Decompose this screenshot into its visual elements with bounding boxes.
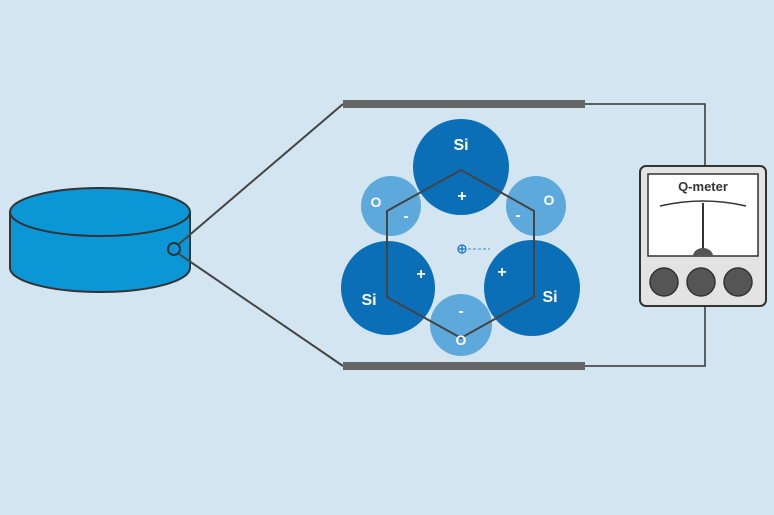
silicon-atom-right — [484, 240, 580, 336]
si-top-label: Si — [453, 137, 468, 154]
center-marker-icon — [457, 244, 490, 254]
oxygen-atom-right — [506, 176, 566, 236]
needle-pivot — [693, 248, 713, 256]
hexagon-bond — [386, 168, 535, 340]
zoom-line-top — [178, 103, 344, 245]
si-top-charge: + — [457, 188, 466, 205]
top-plate — [343, 100, 585, 108]
o-left-label: O — [371, 194, 382, 210]
o-bottom-charge: - — [458, 303, 463, 320]
wire-top — [585, 103, 706, 166]
o-left-charge: - — [403, 208, 408, 225]
si-left-label: Si — [361, 292, 376, 309]
meter-button-1[interactable] — [649, 267, 679, 297]
bottom-plate — [343, 362, 585, 370]
sample-disk — [9, 187, 191, 293]
si-left-charge: + — [416, 266, 425, 283]
o-bottom-label: O — [456, 332, 467, 348]
meter-button-2[interactable] — [686, 267, 716, 297]
si-right-charge: + — [497, 264, 506, 281]
o-right-charge: - — [515, 207, 520, 224]
meter-button-3[interactable] — [723, 267, 753, 297]
oxygen-atom-left — [361, 176, 421, 236]
meter-label: Q-meter — [678, 179, 728, 194]
sample-top — [9, 187, 191, 237]
o-right-label: O — [544, 192, 555, 208]
meter-scale — [659, 200, 747, 207]
silicon-atom-top — [413, 119, 509, 215]
magnify-point — [167, 242, 181, 256]
oxygen-atom-bottom — [430, 294, 492, 356]
wire-bottom — [585, 306, 706, 367]
si-right-label: Si — [542, 289, 557, 306]
q-meter: Q-meter — [639, 165, 767, 307]
zoom-line-bottom — [178, 253, 344, 367]
